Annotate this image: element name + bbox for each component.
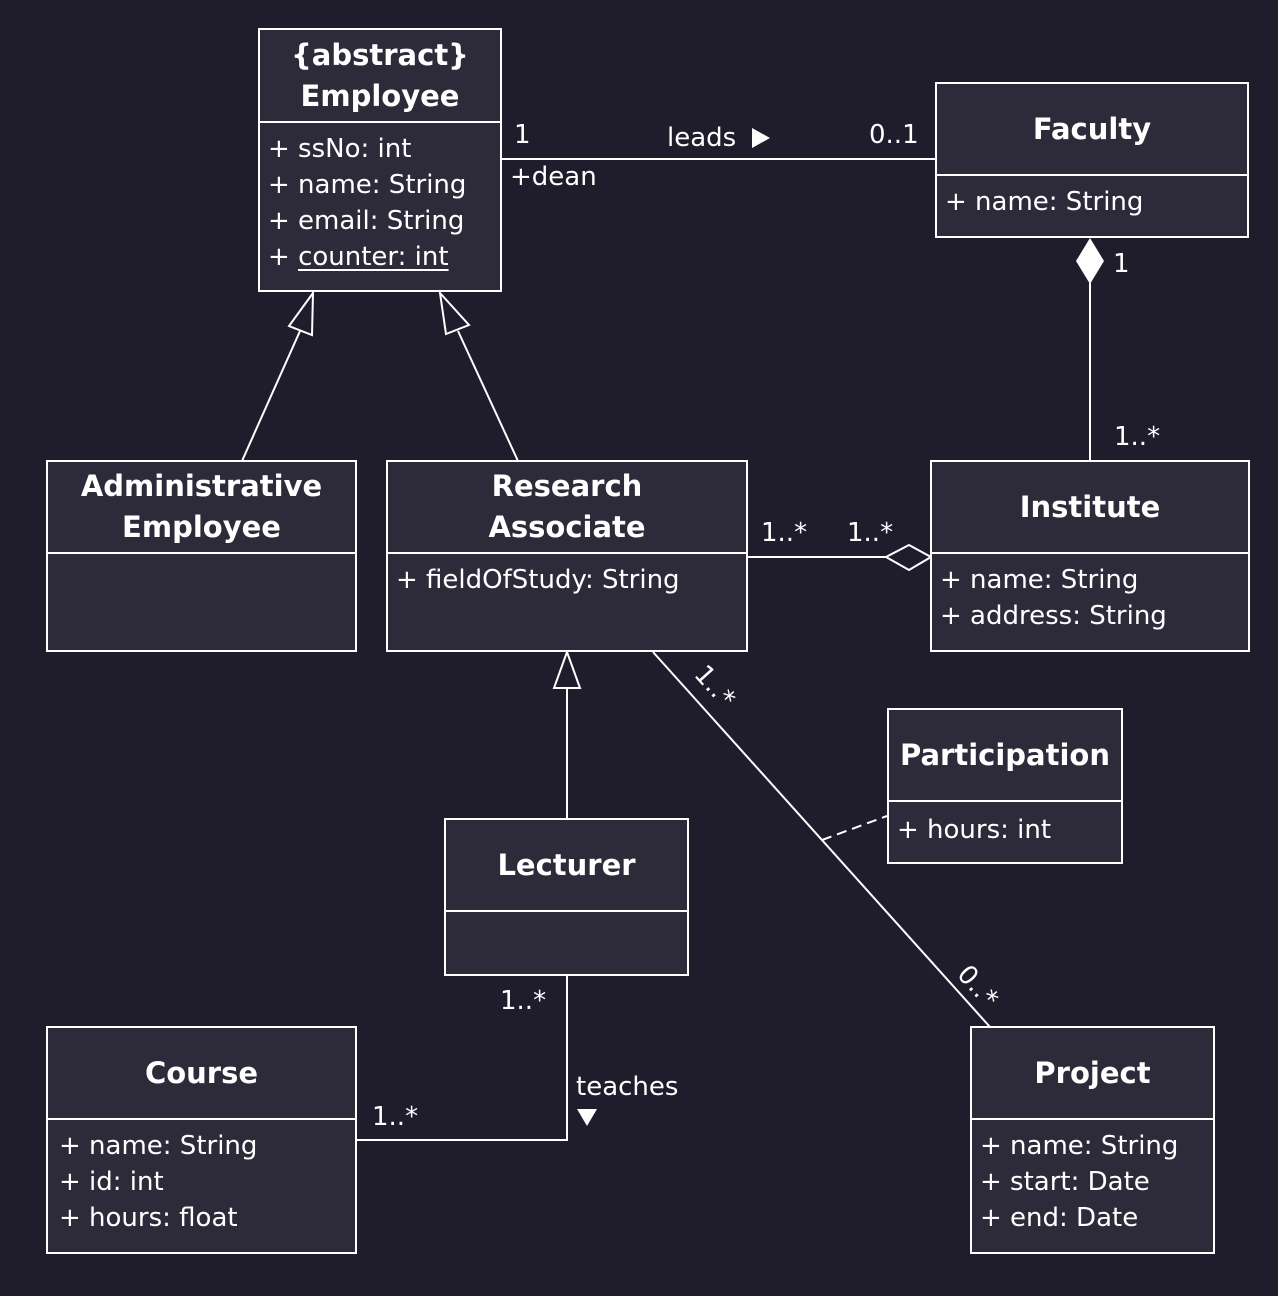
class-course-header: Course bbox=[48, 1028, 355, 1120]
class-participation-attributes: + hours: int bbox=[889, 802, 1121, 848]
generalization-admin-arrowhead bbox=[287, 289, 315, 337]
class-institute[interactable]: Institute + name: String + address: Stri… bbox=[930, 460, 1250, 652]
aggregation-research-multiplicity: 1..* bbox=[761, 518, 808, 548]
research-associate-attribute: + fieldOfStudy: String bbox=[396, 565, 680, 595]
teaches-label: teaches bbox=[576, 1072, 679, 1102]
leads-direction-icon bbox=[752, 128, 770, 148]
class-employee-attributes: + ssNo: int + name: String + email: Stri… bbox=[260, 123, 500, 275]
class-research-associate[interactable]: Research Associate + fieldOfStudy: Strin… bbox=[386, 460, 748, 652]
participation-attribute: + hours: int bbox=[897, 815, 1052, 845]
teaches-association-line bbox=[356, 975, 568, 1141]
administrative-employee-name-line2: Employee bbox=[122, 510, 281, 544]
lecturer-name: Lecturer bbox=[497, 847, 636, 882]
class-project-header: Project bbox=[972, 1028, 1213, 1120]
leads-faculty-multiplicity: 0..1 bbox=[869, 120, 919, 150]
participation-name: Participation bbox=[900, 737, 1110, 772]
project-name: Project bbox=[1034, 1055, 1151, 1090]
association-class-dashed-line bbox=[821, 815, 888, 841]
employee-name: Employee bbox=[300, 78, 460, 113]
research-project-project-multiplicity: 0..* bbox=[951, 960, 1004, 1014]
class-faculty[interactable]: Faculty + name: String bbox=[935, 82, 1249, 238]
generalization-admin-line bbox=[241, 330, 301, 462]
course-attribute: + id: int bbox=[59, 1167, 164, 1197]
class-lecturer-attributes bbox=[446, 912, 687, 920]
employee-stereotype: {abstract} bbox=[291, 37, 469, 72]
employee-attribute: + name: String bbox=[268, 170, 467, 200]
class-administrative-employee-attributes bbox=[48, 554, 355, 562]
research-project-line bbox=[652, 651, 991, 1028]
class-participation[interactable]: Participation + hours: int bbox=[887, 708, 1123, 864]
class-project[interactable]: Project + name: String + start: Date + e… bbox=[970, 1026, 1215, 1254]
class-institute-attributes: + name: String + address: String bbox=[932, 554, 1248, 634]
teaches-course-multiplicity: 1..* bbox=[372, 1102, 419, 1132]
aggregation-diamond bbox=[883, 543, 934, 572]
employee-attribute: + ssNo: int bbox=[268, 134, 412, 164]
teaches-direction-icon bbox=[577, 1109, 597, 1126]
aggregation-institute-multiplicity: 1..* bbox=[847, 518, 894, 548]
course-name: Course bbox=[144, 1055, 259, 1090]
class-course-attributes: + name: String + id: int + hours: float bbox=[48, 1120, 355, 1236]
faculty-attribute: + name: String bbox=[945, 187, 1144, 217]
class-institute-header: Institute bbox=[932, 462, 1248, 554]
static-attribute-name: counter: int bbox=[298, 242, 449, 272]
composition-institute-multiplicity: 1..* bbox=[1114, 422, 1161, 452]
administrative-employee-name-line1: Administrative bbox=[80, 469, 323, 503]
employee-attribute: + email: String bbox=[268, 206, 465, 236]
class-employee-header: {abstract} Employee bbox=[260, 30, 500, 123]
class-participation-header: Participation bbox=[889, 710, 1121, 802]
composition-diamond bbox=[1076, 238, 1104, 284]
employee-static-attribute: + counter: int bbox=[268, 239, 500, 275]
composition-faculty-multiplicity: 1 bbox=[1113, 249, 1130, 279]
institute-attribute: + address: String bbox=[940, 601, 1167, 631]
project-attribute: + start: Date bbox=[980, 1167, 1150, 1197]
generalization-lecturer-arrowhead bbox=[552, 649, 582, 689]
course-attribute: + hours: float bbox=[59, 1203, 238, 1233]
static-attribute-prefix: + bbox=[268, 242, 299, 272]
class-faculty-header: Faculty bbox=[937, 84, 1247, 176]
institute-attribute: + name: String bbox=[940, 565, 1139, 595]
research-associate-name-line2: Associate bbox=[488, 510, 646, 544]
project-attribute: + end: Date bbox=[980, 1203, 1139, 1233]
class-employee[interactable]: {abstract} Employee + ssNo: int + name: … bbox=[258, 28, 502, 292]
research-associate-name-line1: Research bbox=[491, 469, 643, 503]
leads-dean-role: +dean bbox=[510, 162, 597, 192]
class-faculty-attributes: + name: String bbox=[937, 176, 1247, 220]
class-project-attributes: + name: String + start: Date + end: Date bbox=[972, 1120, 1213, 1236]
class-research-associate-header: Research Associate bbox=[388, 462, 746, 554]
class-administrative-employee-header: Administrative Employee bbox=[48, 462, 355, 554]
leads-employee-multiplicity: 1 bbox=[514, 120, 531, 150]
class-research-associate-attributes: + fieldOfStudy: String bbox=[388, 554, 746, 598]
class-lecturer-header: Lecturer bbox=[446, 820, 687, 912]
faculty-name: Faculty bbox=[1032, 111, 1152, 146]
institute-name: Institute bbox=[1019, 489, 1161, 524]
class-course[interactable]: Course + name: String + id: int + hours:… bbox=[46, 1026, 357, 1254]
course-attribute: + name: String bbox=[59, 1131, 258, 1161]
generalization-research-line bbox=[457, 330, 519, 462]
teaches-lecturer-multiplicity: 1..* bbox=[500, 986, 547, 1016]
class-lecturer[interactable]: Lecturer bbox=[444, 818, 689, 976]
project-attribute: + name: String bbox=[980, 1131, 1179, 1161]
generalization-research-arrowhead bbox=[438, 289, 471, 336]
leads-label: leads bbox=[667, 123, 737, 153]
class-administrative-employee[interactable]: Administrative Employee bbox=[46, 460, 357, 652]
research-project-research-multiplicity: 1..* bbox=[688, 660, 741, 714]
